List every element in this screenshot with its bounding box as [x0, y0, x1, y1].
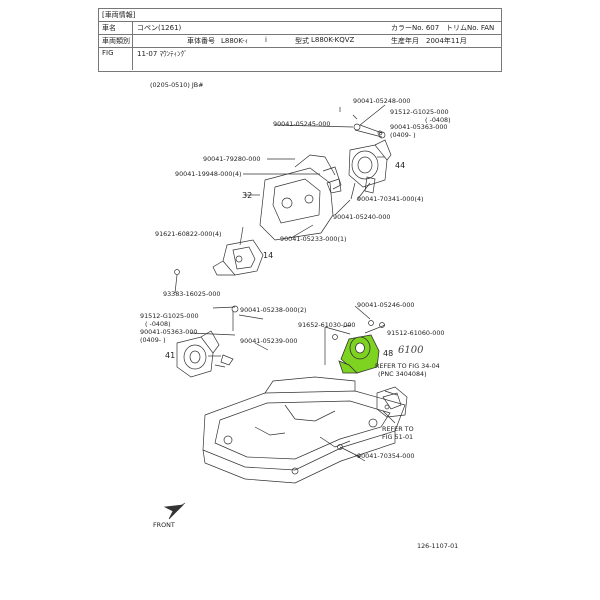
- part-90041-05363-000-lower: 90041-05363-000: [140, 328, 198, 336]
- refer-pnc: (PNC 3404084): [378, 370, 427, 378]
- refer-to-fig-34-04: REFER TO FIG 34-04: [375, 362, 440, 370]
- fig-value: 11-07 ﾏｳﾝﾃｨﾝｸﾞ: [137, 50, 188, 58]
- model-value: L880K-KQVZ: [311, 36, 355, 44]
- part-90041-70354-000: 90041-70354-000: [357, 452, 415, 460]
- part-91512-G1025-000-range: ( -0408): [425, 116, 451, 124]
- highlighted-mount-48: [338, 334, 380, 374]
- diagram-code: 126-1107-01: [417, 542, 459, 550]
- part-90041-05363-000-range: (0409- ): [390, 131, 416, 139]
- part-91621-60822-000: 91621-60822-000(4): [155, 230, 222, 238]
- header-row-fig: FIG 11-07 ﾏｳﾝﾃｨﾝｸﾞ: [99, 48, 501, 60]
- part-90041-05240-000: 90041-05240-000: [333, 213, 391, 221]
- part-90041-05248-000: 90041-05248-000: [353, 97, 411, 105]
- part-90041-05233-000: 90041-05233-000(1): [280, 235, 347, 243]
- vehicle-class-label: 車両類別: [102, 37, 130, 45]
- refer-to-label: REFER TO: [382, 425, 414, 433]
- part-90041-05363-000-lower-range: (0409- ): [140, 336, 166, 344]
- part-90041-05245-000: 90041-05245-000: [273, 120, 331, 128]
- trim-no: トリムNo. FAN: [446, 24, 495, 32]
- part-90041-05363-000: 90041-05363-000: [390, 123, 448, 131]
- part-90041-05239-000: 90041-05239-000: [240, 337, 298, 345]
- diagram-drawing: [163, 104, 408, 520]
- parts-diagram: (0205-0510) JB# 90041-05248-000 91512-G1…: [95, 75, 505, 590]
- vehicle-info-header: [車両情報] 車名 コペン(1261) カラーNo. 607 トリムNo. FA…: [98, 8, 502, 72]
- ref-number-41: 41: [165, 351, 176, 360]
- color-no: カラーNo. 607: [391, 24, 440, 32]
- header-row-vehicle: 車名 コペン(1261) カラーNo. 607 トリムNo. FAN: [99, 22, 501, 35]
- production-value: 2004年11月: [426, 37, 467, 45]
- ref-number-48: 48: [383, 349, 394, 358]
- handwritten-note: 6100: [398, 345, 424, 356]
- vehicle-name-value: コペン(1261): [137, 24, 182, 32]
- frame-no-extra: i: [265, 36, 267, 44]
- part-90041-05246-000: 90041-05246-000: [357, 301, 415, 309]
- date-range: (0205-0510) JB#: [150, 81, 204, 89]
- fig-label: FIG: [102, 49, 114, 57]
- front-label: FRONT: [153, 521, 175, 529]
- frame-no-label: 車体番号: [187, 37, 215, 45]
- part-91652-61030-000: 91652-61030-000: [298, 321, 356, 329]
- part-91512-61060-000: 91512-61060-000: [387, 329, 445, 337]
- part-93383-16025-000: 93383-16025-000: [163, 290, 221, 298]
- frame-no-value: L880K-ｨ: [221, 37, 249, 45]
- header-title-row: [車両情報]: [99, 9, 501, 22]
- ref-number-32: 32: [242, 191, 253, 200]
- header-row-frame: 車両類別 車体番号 L880K-ｨ i 型式 L880K-KQVZ 生産年月 2…: [99, 35, 501, 48]
- refer-fig-51-01: FIG 51-01: [382, 433, 414, 441]
- model-label: 型式: [295, 37, 309, 45]
- ref-number-14: 14: [263, 251, 274, 260]
- part-90041-05238-000: 90041-05238-000(2): [240, 306, 307, 314]
- part-91512-G1025-000-lower-range: ( -0408): [145, 320, 171, 328]
- ref-number-44: 44: [395, 161, 406, 170]
- part-90041-79280-000: 90041-79280-000: [203, 155, 261, 163]
- section-title: [車両情報]: [102, 11, 136, 19]
- part-91512-G1025-000-lower: 91512-G1025-000: [140, 312, 199, 320]
- production-label: 生産年月: [391, 37, 419, 45]
- header-divider: [132, 22, 133, 70]
- part-91512-G1025-000: 91512-G1025-000: [390, 108, 449, 116]
- part-90041-70341-000: 90041-70341-000(4): [357, 195, 424, 203]
- part-90041-19948-000: 90041-19948-000(4): [175, 170, 242, 178]
- vehicle-name-label: 車名: [102, 24, 116, 32]
